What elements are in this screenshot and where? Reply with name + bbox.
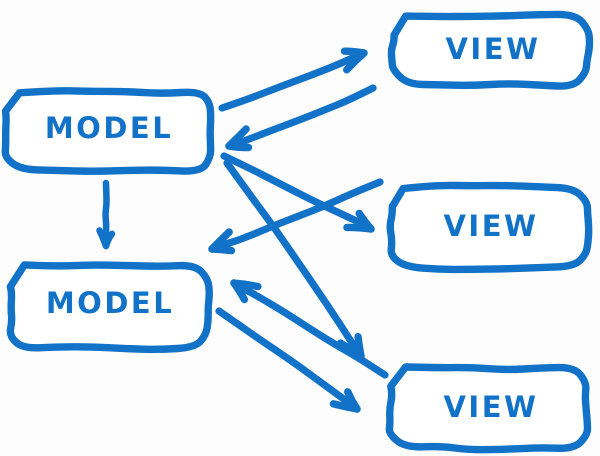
edge-view1-to-model1 [225,84,377,152]
edge-shaft [225,84,377,150]
edge-shaft [218,49,368,112]
edge-arrowhead-stroke-2 [344,388,361,413]
node-border [386,181,593,274]
node-view-2[interactable]: VIEW [386,181,593,274]
edge-model2-to-view3 [215,307,361,413]
node-fill [389,367,588,450]
node-fill [5,90,211,172]
edge-shaft [208,178,384,253]
node-label-view-3: VIEW [443,390,538,424]
edge-arrowhead-stroke-2 [225,142,253,152]
node-border [1,87,215,175]
edge-shaft [102,179,110,250]
node-fill [391,14,590,87]
edge-arrowhead-stroke-2 [340,47,368,57]
node-border [6,261,213,354]
edge-arrowhead-stroke-2 [355,209,375,233]
node-label-view-1: VIEW [445,32,540,66]
node-label-model-1: MODEL [45,111,173,145]
edges-layer [96,47,389,413]
edge-shaft [223,159,365,360]
nodes-layer: MODEL MODEL VIEW VIEW VIEW [1,10,594,454]
node-view-3[interactable]: VIEW [385,363,592,454]
edge-arrowhead-stroke-2 [354,333,365,360]
edge-view3-to-model2 [230,279,389,379]
edge-arrowhead-stroke-2 [230,279,249,304]
node-model-1[interactable]: MODEL [1,87,215,175]
edge-arrowhead-stroke-2 [208,245,236,255]
node-fill [390,185,589,270]
node-fill [10,264,210,350]
edge-shaft [220,152,375,233]
edge-model1-to-view2 [220,152,375,233]
edge-shaft [215,307,361,413]
node-border [385,363,592,454]
node-border [387,10,594,90]
node-view-1[interactable]: VIEW [387,10,594,90]
edge-model1-to-model2 [96,179,116,250]
edge-model1-to-view1 [218,47,368,112]
edge-arrowhead-stroke-2 [102,230,116,250]
edge-view2-to-model2 [208,178,384,255]
edge-shaft [230,279,389,379]
node-model-2[interactable]: MODEL [6,261,213,354]
node-label-model-2: MODEL [46,286,174,320]
node-label-view-2: VIEW [443,209,538,243]
